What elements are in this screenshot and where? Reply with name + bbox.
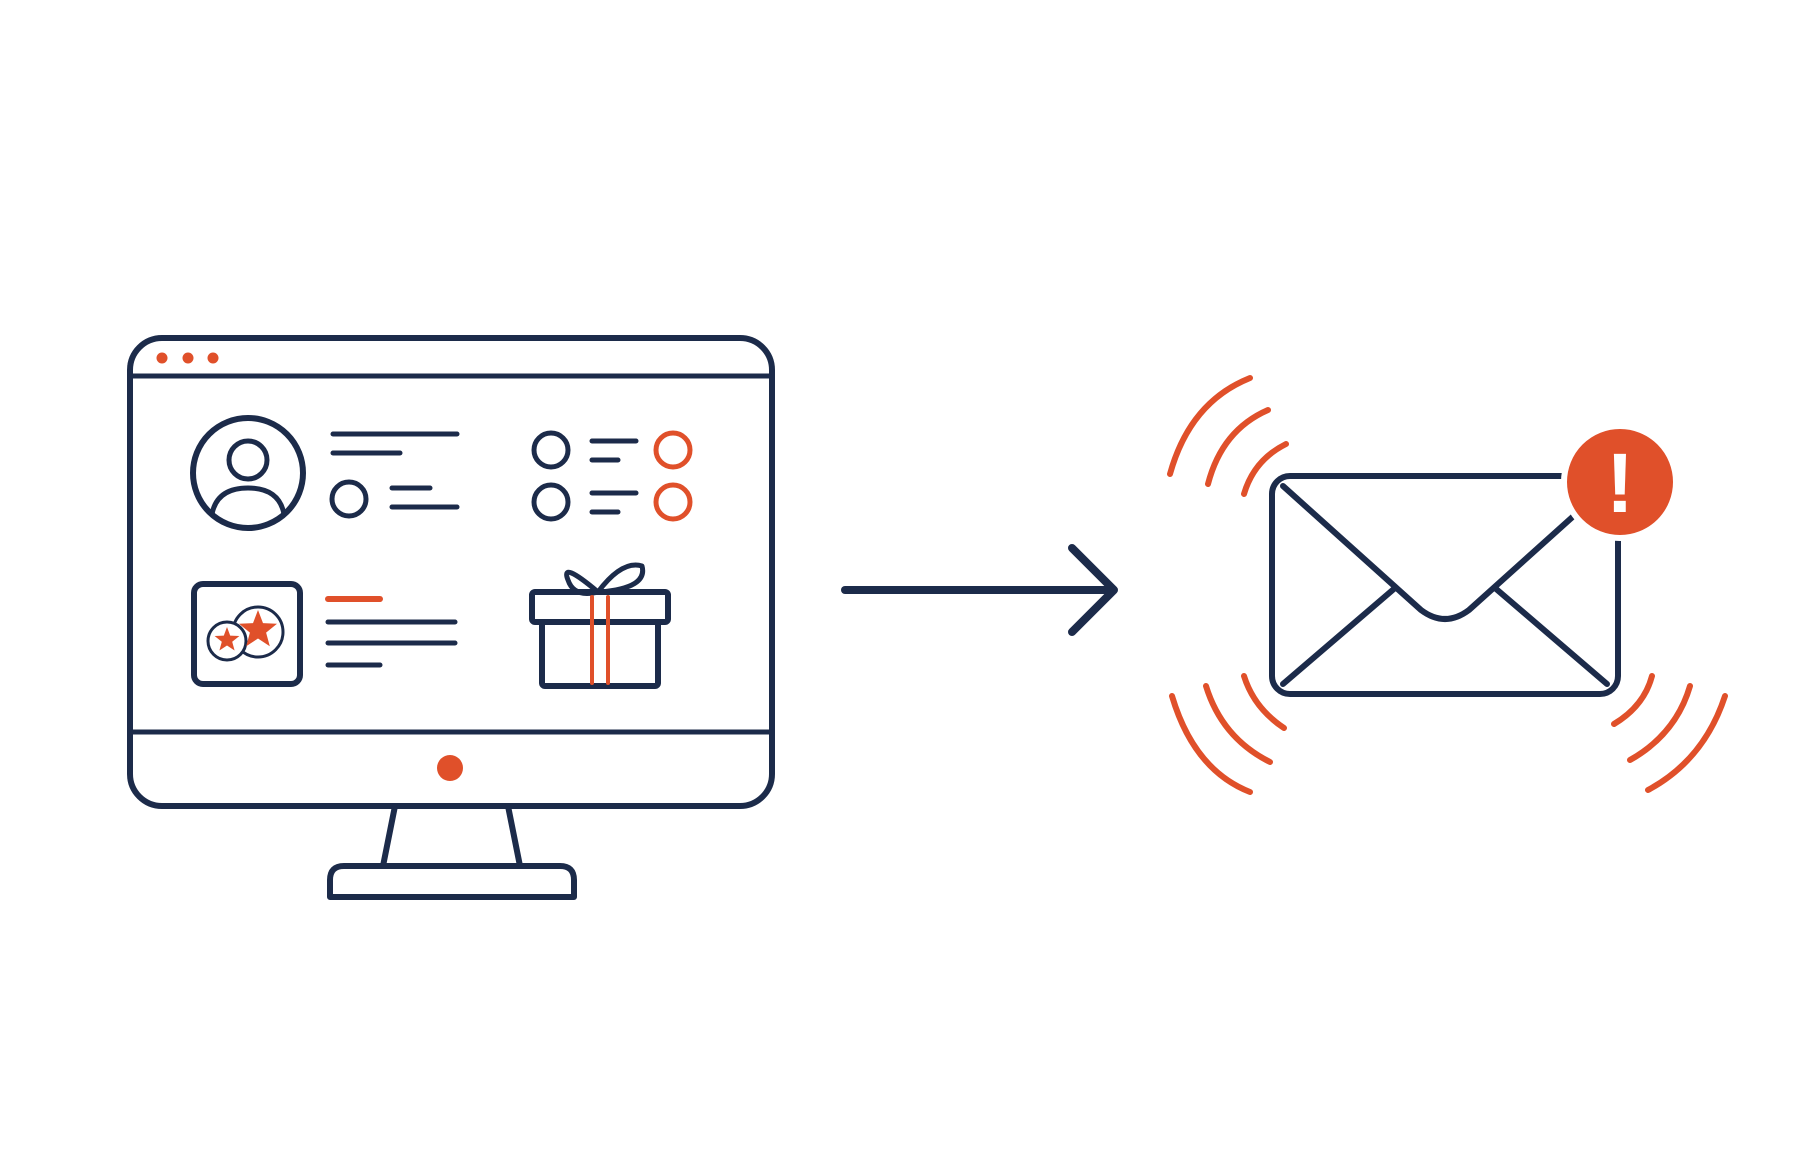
waves-bottom-left [1169,673,1287,795]
monitor-frame [127,335,775,809]
window-dot-icon [207,352,219,364]
gift-body [539,619,661,689]
envelope-fold-right [1492,585,1610,687]
power-button-icon [437,755,463,781]
radio-options-widget [531,430,693,522]
radio-circle-icon [653,482,693,522]
alert-symbol: ! [1606,436,1634,530]
window-dot-icon [156,352,168,364]
window-dots [156,352,219,364]
wave-arc [1169,693,1253,795]
wave-arc [1627,683,1693,763]
user-profile-icon [190,415,306,531]
waves-top-left [1167,375,1289,497]
alert-badge-icon [1561,423,1679,541]
envelope-group: ! [1167,375,1728,795]
wave-arc [1203,683,1273,765]
wave-arc [1645,693,1728,793]
wave-arc [1241,673,1287,731]
window-dot-icon [182,352,194,364]
user-shoulders [209,485,287,517]
radio-circle-icon [329,479,369,519]
arrow-head [1068,544,1118,636]
radio-circle-icon [531,430,571,470]
vibration-waves-icon [1167,375,1728,795]
waves-bottom-right [1611,673,1728,793]
arrow-right-icon [841,544,1118,636]
desktop-monitor-icon [127,335,775,900]
wave-arc [1205,407,1271,487]
radio-circle-icon [531,482,571,522]
star-icon [214,627,240,651]
wave-arc [1241,441,1289,497]
wave-arc [1167,375,1253,477]
alert-badge: ! [1561,423,1679,541]
envelope-flap [1280,483,1610,622]
monitor-stand-neck [380,803,523,869]
envelope-icon [1269,473,1621,697]
rating-card [191,581,303,687]
radio-circle-icon [653,430,693,470]
rating-stars-widget [191,581,458,687]
gift-lid [529,589,671,625]
user-profile-widget [190,415,460,531]
user-head [226,438,270,482]
envelope-fold-left [1280,585,1398,687]
gift-box-icon [529,562,671,689]
wave-arc [1611,673,1655,727]
monitor-stand-base [327,863,577,900]
star-icon [239,610,277,647]
